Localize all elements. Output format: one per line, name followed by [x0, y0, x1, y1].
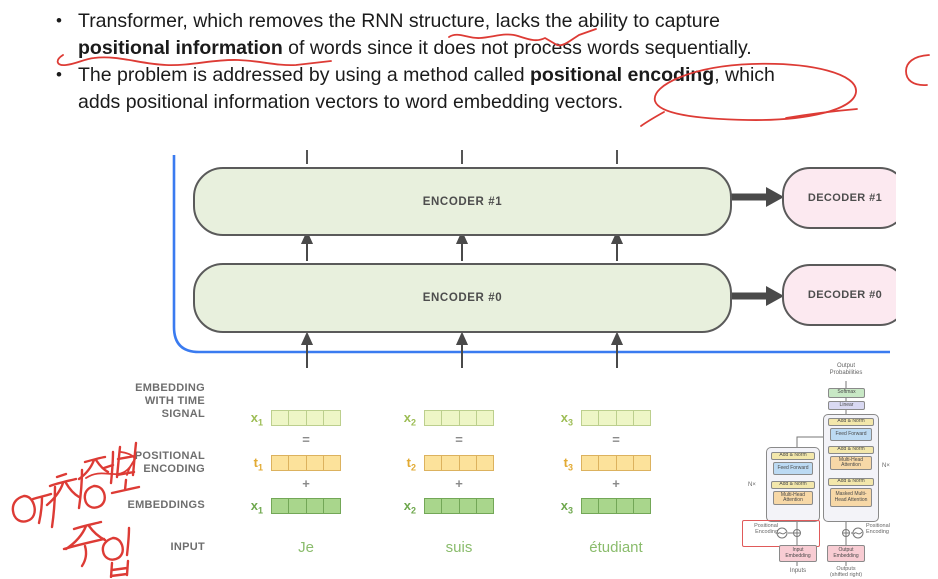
mini-add-symbol-right: [842, 529, 850, 537]
vector-embedding-1: [271, 498, 341, 514]
mini-enc-addnorm-2: Add & Norm: [771, 481, 815, 489]
mini-dec-addnorm-3: Add & Norm: [828, 478, 874, 486]
mini-red-highlight-positional-encoding: [742, 520, 820, 547]
t3-label: t3: [563, 455, 573, 473]
decoder1-label: DECODER #1: [807, 192, 883, 204]
x1-embedding-label: x1: [250, 498, 263, 516]
mini-dec-feedforward: Feed Forward: [830, 428, 872, 441]
mini-pos-enc-clock-right: [852, 527, 864, 539]
plus-sign: +: [612, 476, 620, 491]
bullet1-bold: positional information: [78, 37, 283, 59]
x3-time-label: x3: [560, 410, 573, 428]
equals-sign: =: [612, 432, 620, 447]
row-label-input: INPUT: [170, 541, 205, 553]
decoder0-box: DECODER #0: [782, 264, 896, 326]
plus-sign: +: [302, 476, 310, 491]
encoder0-box: ENCODER #0: [193, 263, 732, 333]
mini-nx-left: N×: [748, 482, 756, 488]
bullet-glyph: •: [56, 11, 62, 30]
x3-embedding-label: x3: [560, 498, 573, 516]
vector-positional-encoding-1: [271, 455, 341, 471]
vector-time-signal-3: [581, 410, 651, 426]
mini-input-embedding-box: Input Embedding: [779, 545, 817, 562]
mini-linear-box: Linear: [828, 401, 865, 410]
bullet-item-1: • Transformer, which removes the RNN str…: [52, 8, 932, 62]
row-label-embeddings: EMBEDDINGS: [127, 499, 205, 511]
mini-dec-masked-attention: Masked Multi-Head Attention: [830, 488, 872, 507]
mini-dec-multihead-attention: Multi-Head Attention: [830, 456, 872, 470]
arrows-input-to-enc0: [300, 331, 624, 368]
encoder0-label: ENCODER #0: [422, 292, 503, 304]
input-word-1: Je: [298, 539, 314, 556]
t2-label: t2: [406, 455, 416, 473]
encoder1-label: ENCODER #1: [422, 195, 503, 208]
arrows-enc0-to-enc1: [300, 230, 624, 261]
bullet1-line2-rest: of words since it does not process words…: [282, 37, 752, 59]
arrow-enc1-to-dec1: [730, 187, 784, 207]
mini-softmax-box: Softmax: [828, 388, 865, 398]
encoder1-output-ticks: [306, 150, 618, 164]
vector-positional-encoding-2: [424, 455, 494, 471]
decoder0-label: DECODER #0: [807, 289, 883, 301]
t1-label: t1: [253, 455, 263, 473]
input-word-3: étudiant: [589, 539, 643, 556]
bullet-glyph: •: [56, 65, 62, 84]
plus-sign: +: [455, 476, 463, 491]
x2-embedding-label: x2: [403, 498, 416, 516]
equals-sign: =: [455, 432, 463, 447]
vector-positional-encoding-3: [581, 455, 651, 471]
arrow-enc0-to-dec0: [730, 286, 784, 306]
mini-inputs-label: Inputs: [789, 568, 807, 574]
mini-enc-feedforward: Feed Forward: [773, 462, 813, 475]
vector-time-signal-2: [424, 410, 494, 426]
x2-time-label: x2: [403, 410, 416, 428]
row-label-positional-encoding: POSITIONAL ENCODING: [134, 450, 205, 475]
bullet-item-2: • The problem is addressed by using a me…: [52, 62, 932, 116]
bullet2-line1-rest: , which: [714, 64, 775, 86]
mini-enc-addnorm-1: Add & Norm: [771, 452, 815, 460]
x1-time-label: x1: [250, 410, 263, 428]
input-word-2: suis: [445, 539, 473, 556]
bullet1-line1: Transformer, which removes the RNN struc…: [78, 10, 720, 32]
decoder1-box: DECODER #1: [782, 167, 896, 229]
row-label-embedding-with-time-signal: EMBEDDING WITH TIME SIGNAL: [135, 382, 205, 420]
encoder1-box: ENCODER #1: [193, 167, 732, 236]
mini-dec-addnorm-2: Add & Norm: [828, 446, 874, 454]
mini-outputs-label: Outputs(shifted right): [829, 566, 863, 579]
bullet2-line2: adds positional information vectors to w…: [78, 91, 624, 113]
vector-time-signal-1: [271, 410, 341, 426]
mini-output-embedding-box: Output Embedding: [827, 545, 865, 562]
bullet2-line1-pre: The problem is addressed by using a meth…: [78, 64, 531, 86]
bullet2-bold: positional encoding: [530, 64, 715, 86]
mini-nx-right: N×: [882, 463, 890, 469]
vector-embedding-2: [424, 498, 494, 514]
equals-sign: =: [302, 432, 310, 447]
bullet-list: • Transformer, which removes the RNN str…: [52, 8, 932, 116]
mini-enc-multihead-attention: Multi-Head Attention: [773, 491, 813, 505]
mini-dec-addnorm-1: Add & Norm: [828, 418, 874, 426]
vector-embedding-3: [581, 498, 651, 514]
